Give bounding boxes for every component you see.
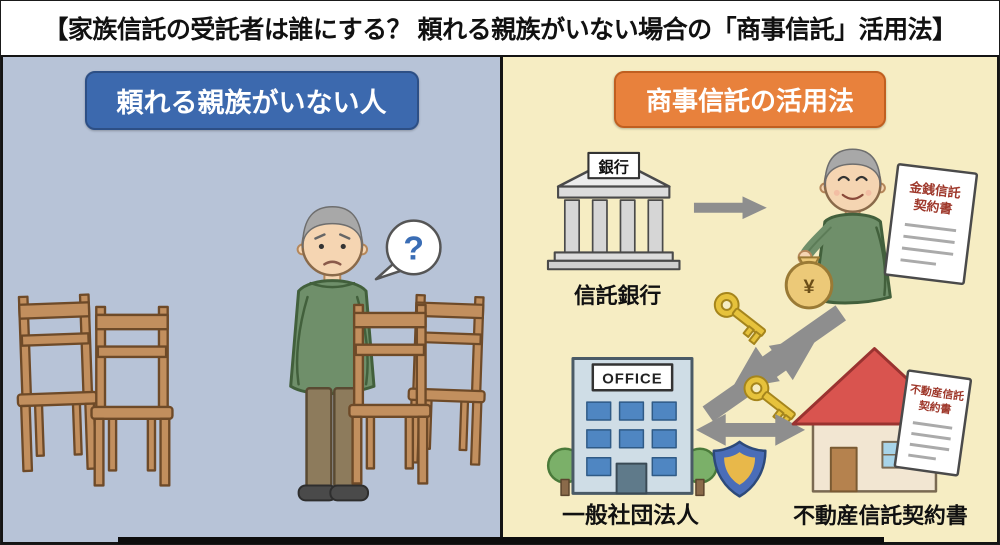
- bank-sign-text: 銀行: [599, 158, 629, 176]
- office-sign: [591, 363, 674, 392]
- money-doc-line1: 金銭信託: [908, 179, 962, 200]
- empty-chairs-left: [13, 293, 174, 487]
- eyebrow: [339, 233, 351, 240]
- shoe: [329, 484, 370, 502]
- chair-icon: [348, 303, 432, 485]
- title-bar: 【家族信託の受託者は誰にする？ 頼れる親族がいない場合の「商事信託」活用法】: [1, 1, 999, 55]
- office-sign-text: OFFICE: [602, 371, 662, 387]
- right-panel: 商事信託の活用法: [500, 57, 997, 542]
- blush: [865, 189, 872, 196]
- blush: [833, 189, 840, 196]
- right-panel-badge: 商事信託の活用法: [613, 71, 887, 128]
- eyebrow: [314, 233, 326, 240]
- office-building-icon: OFFICE: [546, 357, 719, 497]
- office-windows: [586, 401, 677, 477]
- smile-mouth: [841, 193, 864, 200]
- money-bag-icon: ¥: [784, 256, 834, 310]
- question-mark-text: ?: [403, 229, 424, 267]
- question-bubble: ?: [374, 219, 442, 281]
- money-contract-doc-icon: 金銭信託 契約書: [883, 163, 979, 286]
- happy-eye: [855, 175, 868, 182]
- gray-hair: [824, 148, 882, 187]
- eye: [318, 243, 325, 250]
- left-illustration: ?: [13, 206, 490, 502]
- bank-sign: [587, 151, 641, 180]
- house-doc-line2: 契約書: [917, 398, 952, 417]
- collar: [309, 281, 356, 289]
- shield-icon: [712, 440, 767, 498]
- elderly-man-right: [797, 148, 892, 305]
- corporation-label: 一般社団法人: [562, 502, 699, 528]
- gray-hair: [301, 206, 363, 249]
- happy-eye: [837, 175, 850, 182]
- realestate-contract-label: 不動産信託契約書: [793, 503, 968, 528]
- arm-seam: [875, 226, 887, 297]
- page-title: 【家族信託の受託者は誰にする？ 頼れる親族がいない場合の「商事信託」活用法】: [43, 16, 957, 44]
- money-doc-line2: 契約書: [912, 197, 953, 217]
- empty-chairs-right: [348, 293, 490, 485]
- yen-symbol: ¥: [803, 276, 814, 298]
- bank-icon: 銀行: [546, 151, 681, 271]
- column: [563, 199, 581, 254]
- chair-icon: [90, 305, 174, 487]
- frown-mouth: [323, 260, 342, 266]
- key-icon: [707, 287, 772, 346]
- left-panel-badge: 頼れる親族がいない人: [84, 71, 419, 130]
- bubble-circle: [385, 219, 442, 276]
- column: [647, 199, 664, 254]
- realestate-contract-doc-icon: 不動産信託 契約書: [893, 369, 973, 477]
- arm-seam: [295, 295, 309, 386]
- house-door: [829, 446, 858, 493]
- column: [619, 199, 636, 254]
- eye: [340, 243, 346, 250]
- bottom-bar: [118, 537, 884, 544]
- pant-leg: [305, 387, 333, 489]
- arrow-right-icon: [693, 196, 767, 220]
- chair-icon: [13, 293, 101, 473]
- right-illustration: 銀行 信託銀行: [546, 148, 979, 528]
- trust-bank-label: 信託銀行: [574, 283, 661, 308]
- office-door: [615, 462, 648, 495]
- left-panel: 頼れる親族がいない人: [3, 57, 500, 542]
- panels-row: 頼れる親族がいない人: [1, 55, 999, 544]
- column: [591, 199, 608, 254]
